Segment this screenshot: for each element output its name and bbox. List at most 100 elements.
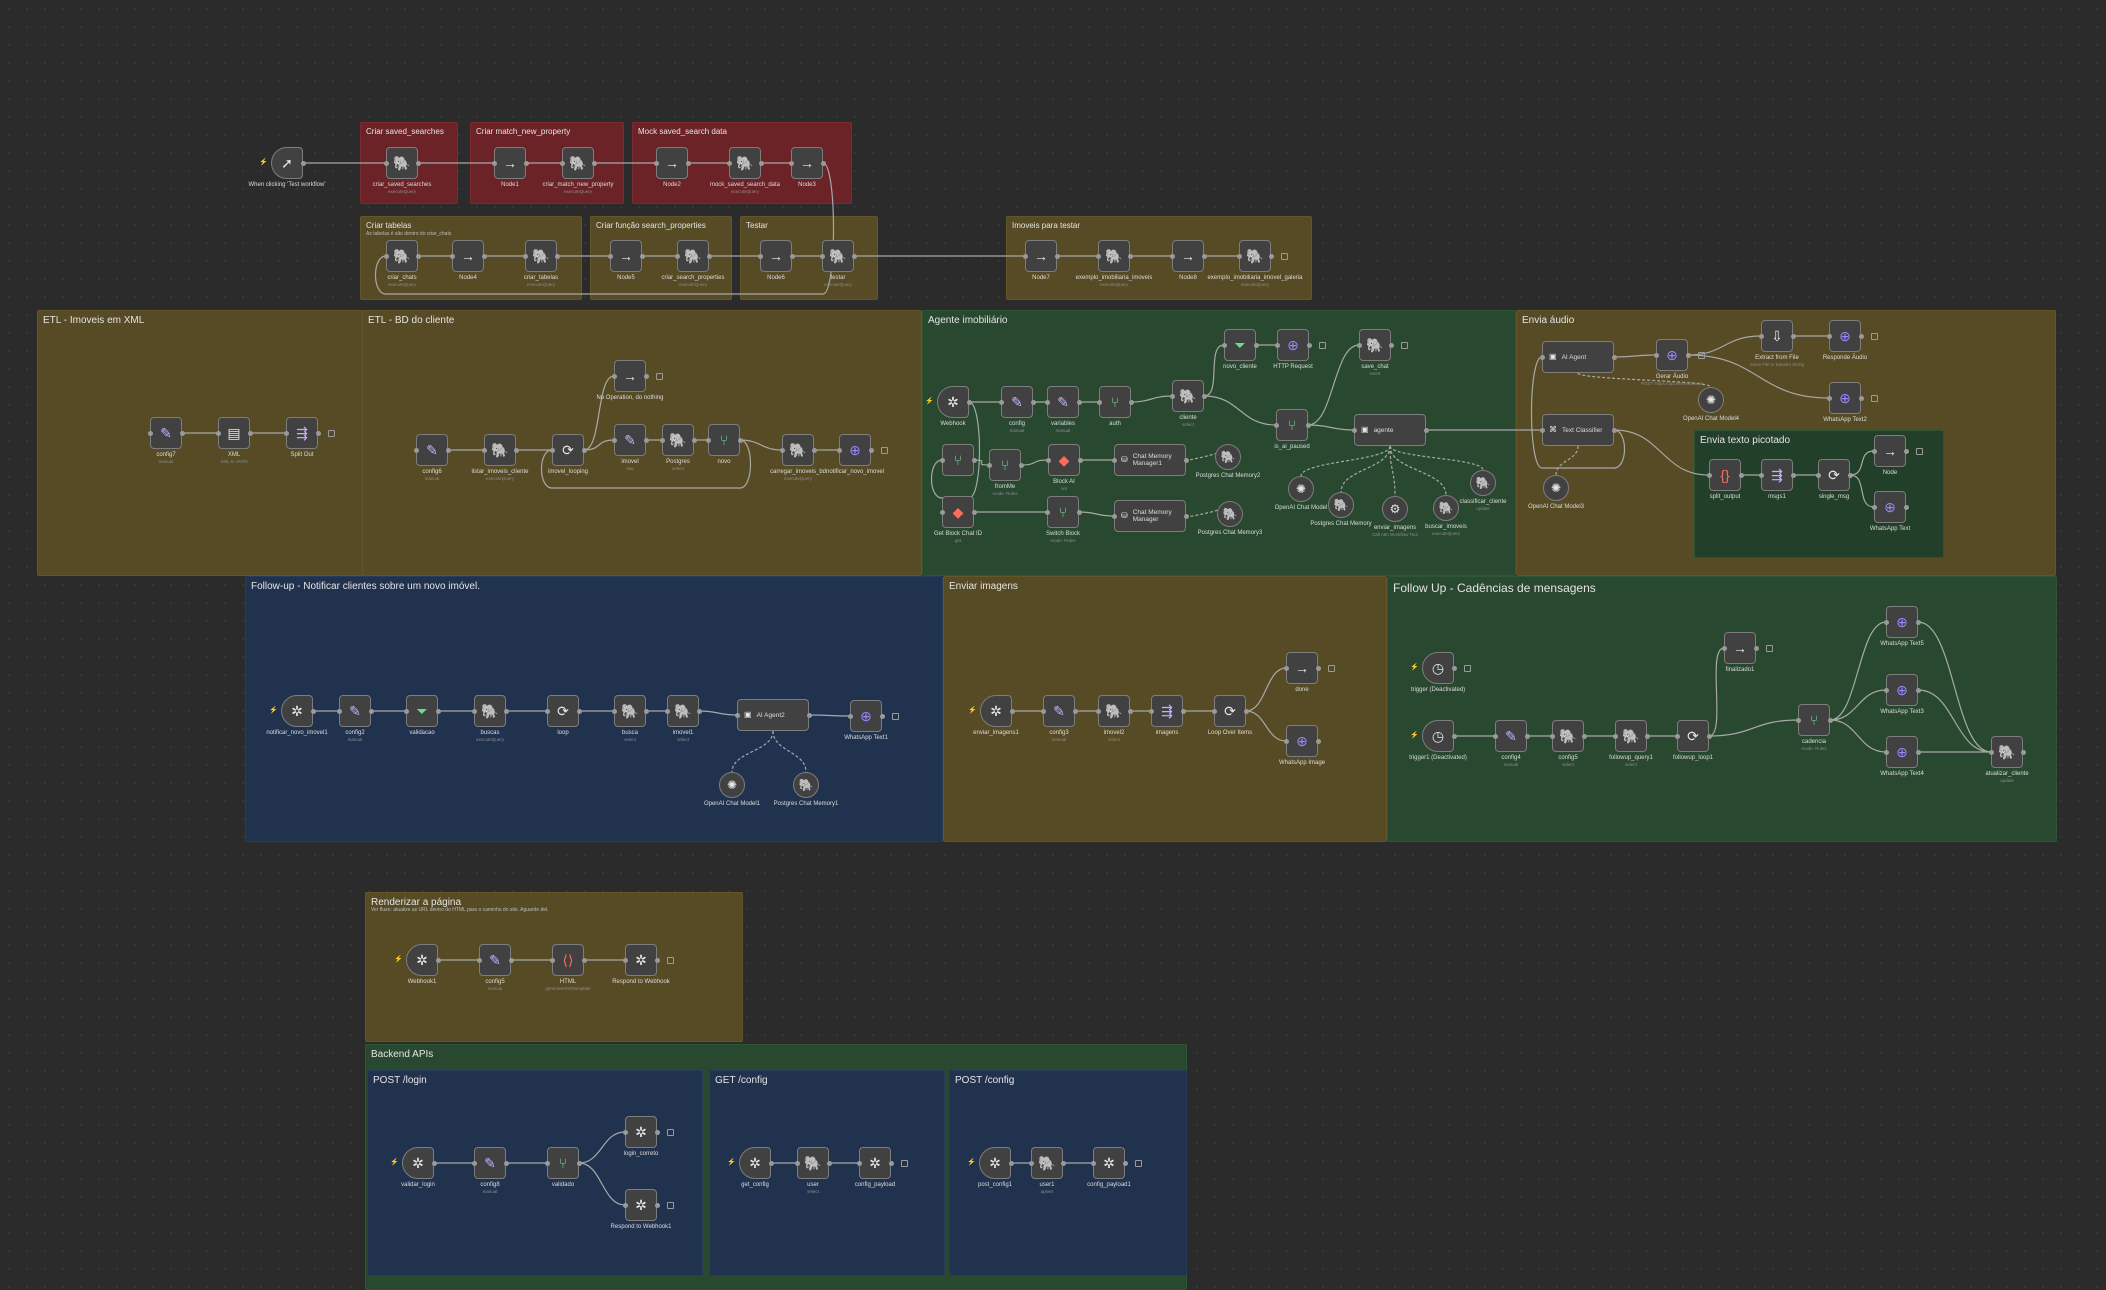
output-port[interactable] [1915,687,1921,693]
output-port[interactable] [643,708,649,714]
output-port[interactable] [1243,708,1249,714]
input-port[interactable] [283,430,289,436]
node-imovel1[interactable]: 🐘 [667,695,699,727]
output-port[interactable] [868,447,874,453]
input-port[interactable] [1539,354,1545,360]
output-port[interactable] [1127,253,1133,259]
node-config6[interactable]: ✎ [416,434,448,466]
output-port[interactable] [768,1160,774,1166]
output-port[interactable] [685,160,691,166]
node-user1[interactable]: 🐘 [1031,1147,1063,1179]
node-openai-chat-model[interactable]: ✺ [1288,476,1314,502]
node-postgres-chat-memory[interactable]: 🐘 [1328,492,1354,518]
input-port[interactable] [1040,708,1046,714]
input-port[interactable] [413,447,419,453]
output-port[interactable] [1183,513,1189,519]
output-port[interactable] [1915,749,1921,755]
node-post-config1[interactable]: ✲ [979,1147,1011,1179]
input-port[interactable] [1236,253,1242,259]
node-config8[interactable]: ✎ [474,1147,506,1179]
add-node-handle[interactable] [881,446,888,454]
output-port[interactable] [508,957,514,963]
output-port[interactable] [1306,342,1312,348]
input-port[interactable] [726,160,732,166]
input-port[interactable] [1826,395,1832,401]
add-node-handle[interactable] [901,1159,908,1167]
output-port[interactable] [503,708,509,714]
node-get-block-chat-id[interactable]: ◆ [942,496,974,528]
output-port[interactable] [576,708,582,714]
output-port[interactable] [971,457,977,463]
node-html[interactable]: ⟨⟩ [552,944,584,976]
output-port[interactable] [1738,472,1744,478]
add-node-handle[interactable] [1766,644,1773,652]
node-respond-to-webhook1[interactable]: ✲ [625,1189,657,1221]
input-port[interactable] [856,1160,862,1166]
input-port[interactable] [674,253,680,259]
node-whatsapp-text5[interactable]: ⊕ [1886,606,1918,638]
input-port[interactable] [1169,393,1175,399]
node-responde-udio[interactable]: ⊕ [1829,320,1861,352]
add-node-handle[interactable] [1698,351,1705,359]
input-port[interactable] [481,447,487,453]
output-port[interactable] [806,712,812,718]
input-port[interactable] [607,253,613,259]
node-novo-cliente[interactable]: ⏷ [1224,329,1256,361]
node-when-clicking-test-workflow[interactable]: ➚ [271,147,303,179]
input-port[interactable] [757,253,763,259]
node-node5[interactable]: → [610,240,642,272]
input-port[interactable] [1090,1160,1096,1166]
output-port[interactable] [310,708,316,714]
add-node-handle[interactable] [667,956,674,964]
output-port[interactable] [1581,733,1587,739]
output-port[interactable] [435,708,441,714]
input-port[interactable] [611,437,617,443]
output-port[interactable] [1315,738,1321,744]
output-port[interactable] [706,253,712,259]
node-get-config[interactable]: ✲ [739,1147,771,1179]
input-port[interactable] [1988,749,1994,755]
input-port[interactable] [1356,342,1362,348]
input-port[interactable] [1283,665,1289,671]
node-validacao[interactable]: ⏷ [406,695,438,727]
input-port[interactable] [147,430,153,436]
input-port[interactable] [788,160,794,166]
node-auth[interactable]: ⑂ [1099,386,1131,418]
input-port[interactable] [544,708,550,714]
node-variables[interactable]: ✎ [1047,386,1079,418]
node-criar-match-new-property[interactable]: 🐘 [562,147,594,179]
node-whatsapp-text3[interactable]: ⊕ [1886,674,1918,706]
output-port[interactable] [888,1160,894,1166]
input-port[interactable] [794,1160,800,1166]
node-cliente[interactable]: 🐘 [1172,380,1204,412]
node-buscas[interactable]: 🐘 [474,695,506,727]
node-notificar-novo-imovel[interactable]: ⊕ [839,434,871,466]
output-port[interactable] [643,437,649,443]
node-config5[interactable]: ✎ [479,944,511,976]
output-port[interactable] [1524,733,1530,739]
input-port[interactable] [1871,448,1877,454]
output-port[interactable] [1253,342,1259,348]
input-port[interactable] [1221,342,1227,348]
output-port[interactable] [826,1160,832,1166]
input-port[interactable] [1096,399,1102,405]
node-is-ai-paused[interactable]: ⑂ [1276,409,1308,441]
output-port[interactable] [415,160,421,166]
node-node[interactable]: → [1874,435,1906,467]
input-port[interactable] [1028,1160,1034,1166]
output-port[interactable] [1305,422,1311,428]
output-port[interactable] [503,1160,509,1166]
node-followup-loop1[interactable]: ⟳ [1677,720,1709,752]
node-msgs1[interactable]: ⇶ [1761,459,1793,491]
input-port[interactable] [471,708,477,714]
output-port[interactable] [1644,733,1650,739]
node-criar-tabelas[interactable]: 🐘 [525,240,557,272]
input-port[interactable] [1351,427,1357,433]
input-port[interactable] [1883,619,1889,625]
node-config7[interactable]: ✎ [150,417,182,449]
node-single-msg[interactable]: ⟳ [1818,459,1850,491]
node-mock-saved-search-data[interactable]: 🐘 [729,147,761,179]
node-xml[interactable]: ▤ [218,417,250,449]
output-port[interactable] [1128,399,1134,405]
